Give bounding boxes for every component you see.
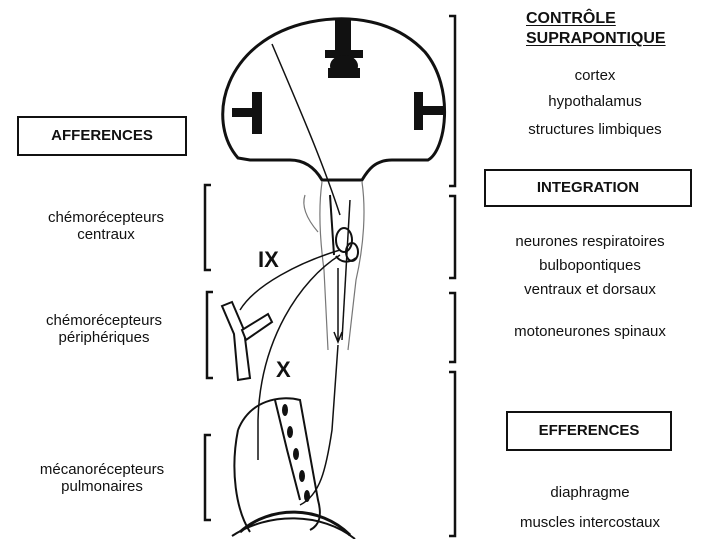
integration-label: INTEGRATION: [537, 179, 639, 196]
limbic-structures-label: structures limbiques: [485, 121, 705, 138]
efferences-label: EFFERENCES: [539, 422, 640, 439]
efferences-box: EFFERENCES: [506, 411, 672, 451]
phrenic-motor-nerve: [300, 345, 338, 505]
bracket-bulbopontine: [449, 196, 455, 278]
nerve-x-label: X: [276, 358, 291, 382]
bracket-peripheral: [207, 292, 213, 378]
pulmonary-mechanoreceptors-label: mécanorécepteurs pulmonaires: [2, 461, 202, 495]
cortex-marker-right: [414, 92, 444, 130]
vagus-nerve: [258, 255, 340, 460]
bracket-supraspontine: [449, 16, 455, 186]
bracket-spinal: [449, 293, 455, 362]
brainstem: [304, 182, 364, 350]
bracket-pulmonary: [205, 435, 211, 520]
nerve-ix-label: IX: [258, 248, 279, 272]
cortex-marker-top: [325, 20, 363, 78]
afferences-box: AFFERENCES: [17, 116, 187, 156]
thorax: [232, 398, 355, 539]
peripheral-chemoreceptors-label: chémorécepteurs périphériques: [4, 312, 204, 346]
diaphragm-label: diaphragme: [480, 484, 700, 501]
central-chemoreceptors-label: chémorécepteurs centraux: [6, 209, 206, 243]
bulbopontine-neurons-label: neurones respiratoires bulbopontiques ve…: [480, 230, 700, 302]
suprapontine-control-title: CONTRÔLE SUPRAPONTIQUE: [526, 9, 666, 49]
integration-box: INTEGRATION: [484, 169, 692, 207]
bracket-efferent: [449, 372, 455, 536]
spinal-motoneurons-label: motoneurones spinaux: [480, 323, 700, 340]
hypothalamus-label: hypothalamus: [485, 93, 705, 110]
descending-tract: [334, 268, 342, 342]
intercostal-muscles-label: muscles intercostaux: [480, 514, 700, 531]
afferences-label: AFFERENCES: [51, 127, 153, 144]
cortex-label: cortex: [485, 67, 705, 84]
cortex-marker-left: [232, 92, 262, 134]
